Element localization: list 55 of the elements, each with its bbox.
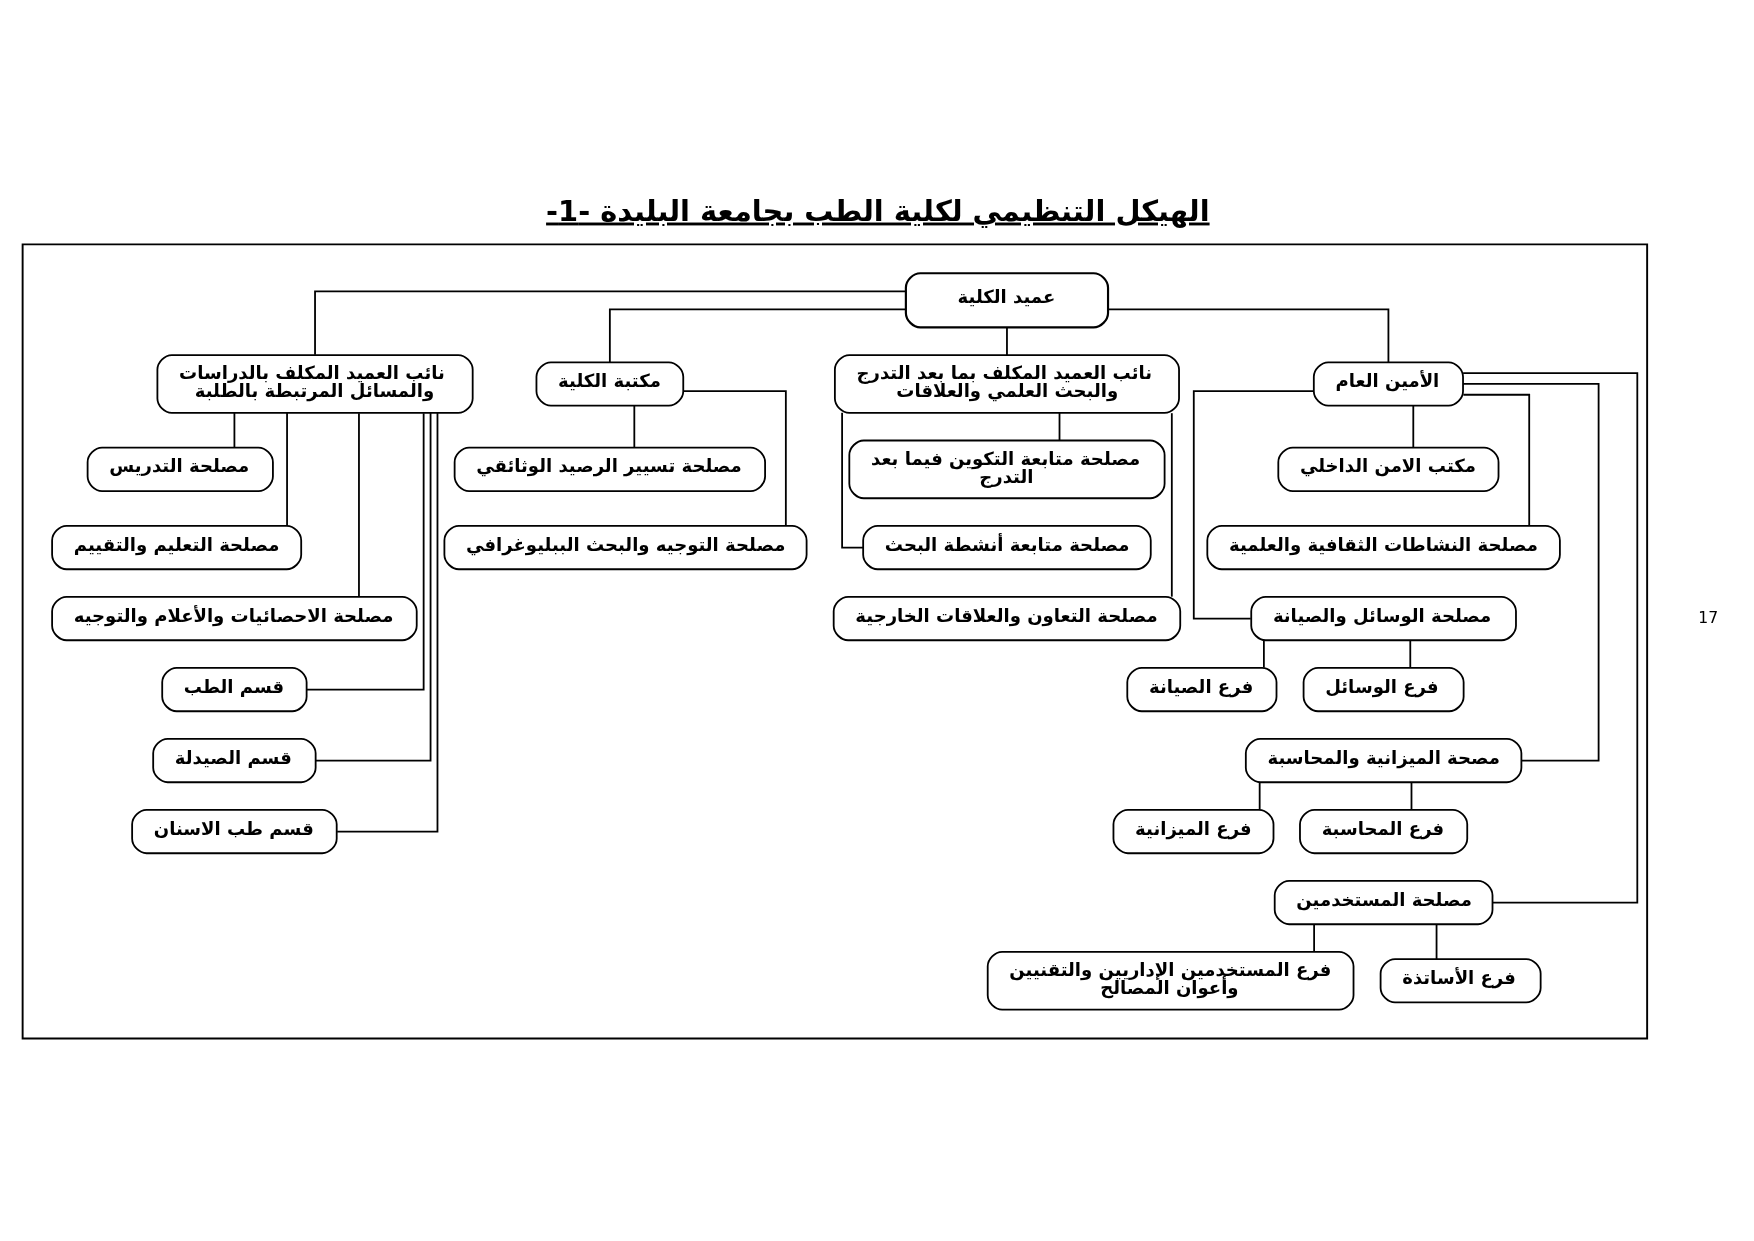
node-box: مصحة الميزانية والمحاسبة [1244,737,1523,783]
node-box: فرع المستخدمين الإداريين والتقنيين وأعوان المصالح [986,950,1355,1011]
node-box: مصلحة الوسائل والصيانة [1250,595,1517,641]
connector [1462,393,1531,527]
node-box: مصلحة متابعة التكوين فيما بعد التدرج [848,439,1166,499]
node-box: فرع الصيانة [1126,666,1278,712]
node-box: قسم طب الاسنان [131,808,338,854]
node-box: مكتب الامن الداخلي [1277,446,1500,492]
node-box: مصلحة التعليم والتقييم [51,524,303,570]
node-box: مصلحة الاحصائيات والأعلام والتوجيه [51,595,418,641]
node-box: فرع الأساتذة [1379,957,1542,1003]
connector [306,411,425,690]
connector [1435,922,1438,960]
cluster [21,242,1649,1040]
connector [1409,638,1412,668]
node-box: قسم الصيدلة [152,737,317,783]
connector [1192,389,1315,619]
connector [1462,371,1639,903]
connector [314,289,907,356]
connector [315,411,432,761]
node-box: مصلحة التوجيه والبحث الببليوغرافي [443,524,808,570]
node-box: مصلحة النشاطات الثقافية والعلمية [1206,524,1561,570]
connector [633,404,636,448]
connector [1313,922,1315,953]
node-box: نائب العميد المكلف بما بعد التدرج والبحث العلمي والعلاقات [833,353,1180,414]
node-box: فرع المحاسبة [1299,808,1469,854]
node-box: مصلحة متابعة أنشطة البحث [862,524,1152,570]
node-box: مكتبة الكلية [535,360,685,406]
connector [1170,411,1173,598]
connector [682,389,787,527]
node-box: عميد الكلية [904,271,1110,328]
connector [1412,404,1415,448]
connector [1058,411,1061,441]
connector [358,411,360,598]
node-box: مصلحة تسيير الرصيد الوثائقي [453,446,766,492]
label: 17 [1698,607,1719,627]
node-box: نائب العميد المكلف بالدراسات والمسائل المرتبطة بالطلبة [156,353,474,414]
node-box: فرع الوسائل [1302,666,1465,712]
diagram-title: -الهيكل التنظيمي لكلية الطب بجامعة البليدة -1 [546,193,1210,228]
connector [1462,382,1600,761]
node-box: مصلحة المستخدمين [1273,879,1494,925]
connector [1258,780,1261,810]
connector [608,307,907,363]
node-box: مصلحة التدريس [86,446,274,492]
connector [1262,638,1265,668]
connector [1006,326,1008,356]
node-box: مصلحة التعاون والعلاقات الخارجية [832,595,1182,641]
connector [336,411,439,832]
connector [1410,780,1413,810]
connector [233,411,236,448]
node-box: الأمين العام [1312,360,1464,406]
node-box: فرع الميزانية [1112,808,1275,854]
node-box: قسم الطب [161,666,308,712]
connector [1107,307,1390,363]
connector [286,411,288,527]
